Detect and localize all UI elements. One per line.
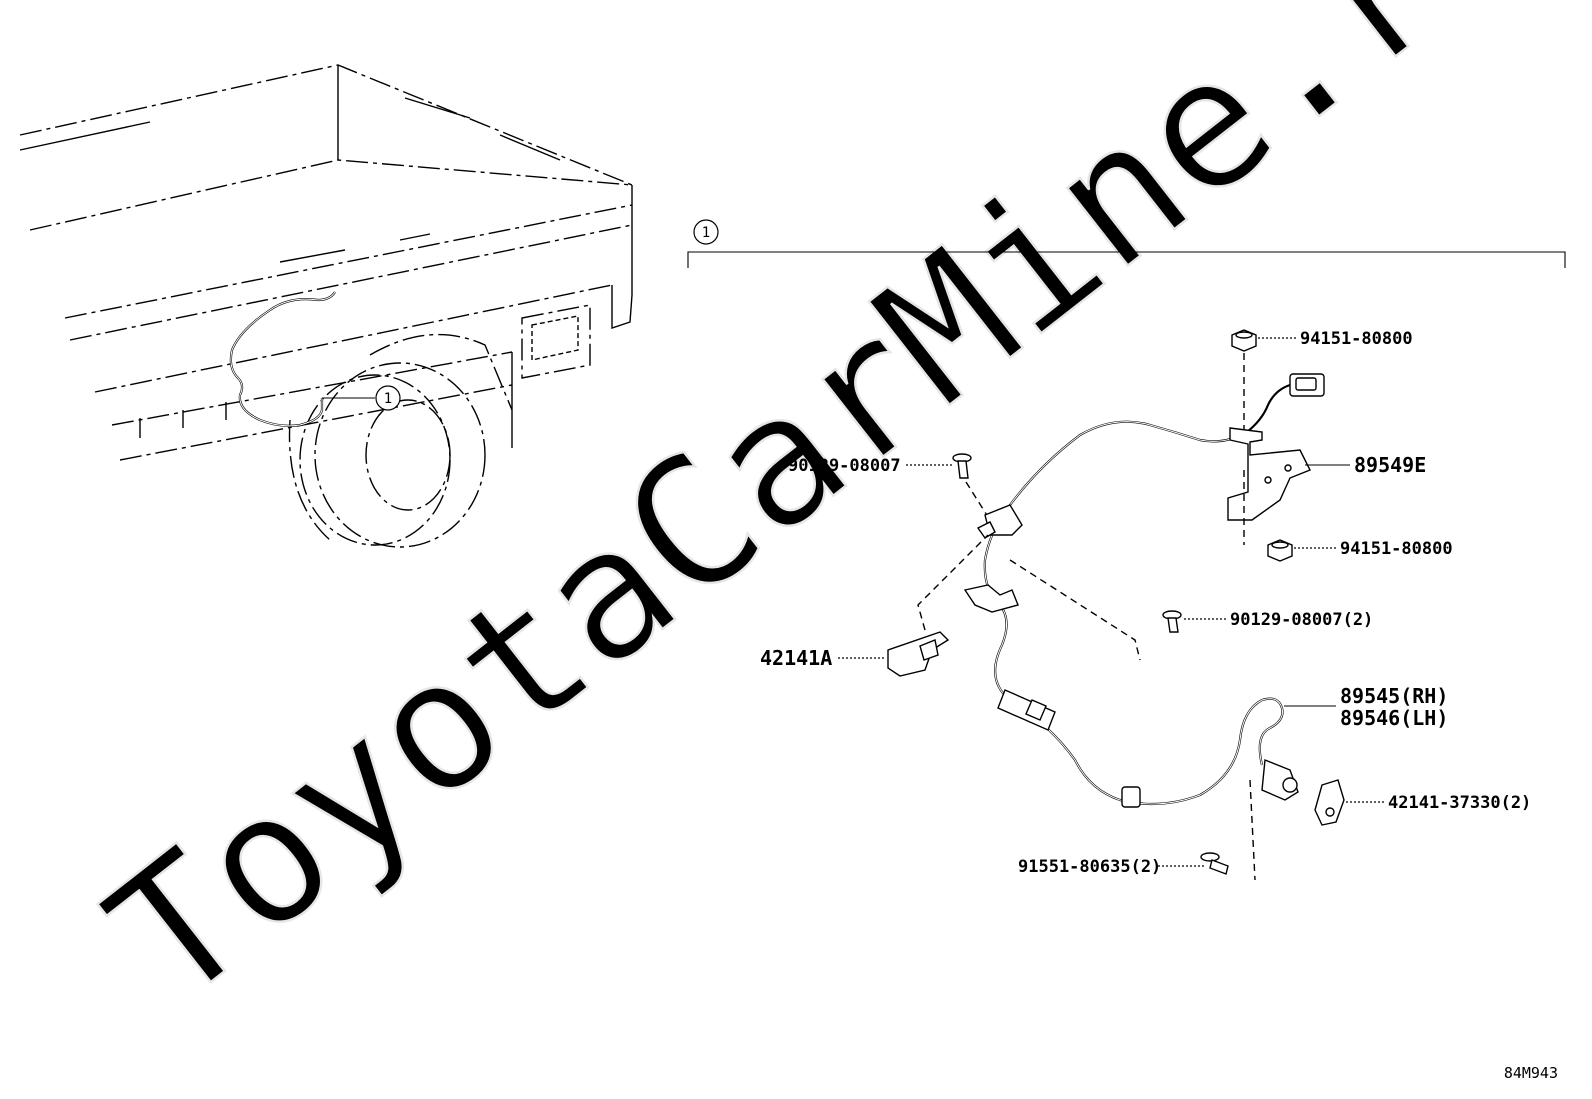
wire-clamp-mid bbox=[963, 559, 1141, 661]
callout-number-truck: 1 bbox=[384, 391, 392, 407]
label-sensor-rh: 89545(RH) bbox=[1340, 684, 1448, 708]
label-sensor-clamp: 42141-37330(2) bbox=[1388, 793, 1531, 813]
label-nut-top: 94151-80800 bbox=[1300, 329, 1413, 349]
callout-circle-assembly bbox=[693, 219, 719, 245]
clamp-bracket-42141a-part bbox=[887, 534, 989, 677]
bolt-lower-part bbox=[1200, 779, 1256, 881]
nut-bottom-part bbox=[1267, 539, 1293, 562]
label-sensor-lh: 89546(LH) bbox=[1340, 706, 1448, 730]
abs-sensor-wire bbox=[983, 373, 1325, 808]
label-bolt-mid: 90129-08007(2) bbox=[1230, 610, 1373, 630]
label-bracket-top: 89549E bbox=[1354, 453, 1426, 477]
diagram-reference-id: 84M943 bbox=[1504, 1064, 1558, 1082]
bracket-89549e-part bbox=[1227, 427, 1311, 545]
truck-silhouette bbox=[19, 64, 633, 548]
callout-number-assembly: 1 bbox=[702, 225, 710, 241]
label-bolt-upper: 90129-08007 bbox=[788, 456, 901, 476]
bolt-upper-part bbox=[952, 453, 991, 521]
watermark-text: ToyotaCarMine.ru bbox=[73, 0, 1568, 1044]
bolt-mid-part bbox=[1162, 610, 1182, 633]
sensor-clamp-part bbox=[1314, 779, 1345, 826]
nut-top-part bbox=[1231, 329, 1257, 430]
assembly-bracket-line bbox=[687, 251, 1566, 268]
callout-circle-truck bbox=[375, 385, 401, 411]
wire-clamp-upper bbox=[976, 504, 1023, 539]
label-nut-bottom: 94151-80800 bbox=[1340, 539, 1453, 559]
label-bolt-lower: 91551-80635(2) bbox=[1018, 857, 1161, 877]
label-clamp-bracket: 42141A bbox=[760, 646, 832, 670]
